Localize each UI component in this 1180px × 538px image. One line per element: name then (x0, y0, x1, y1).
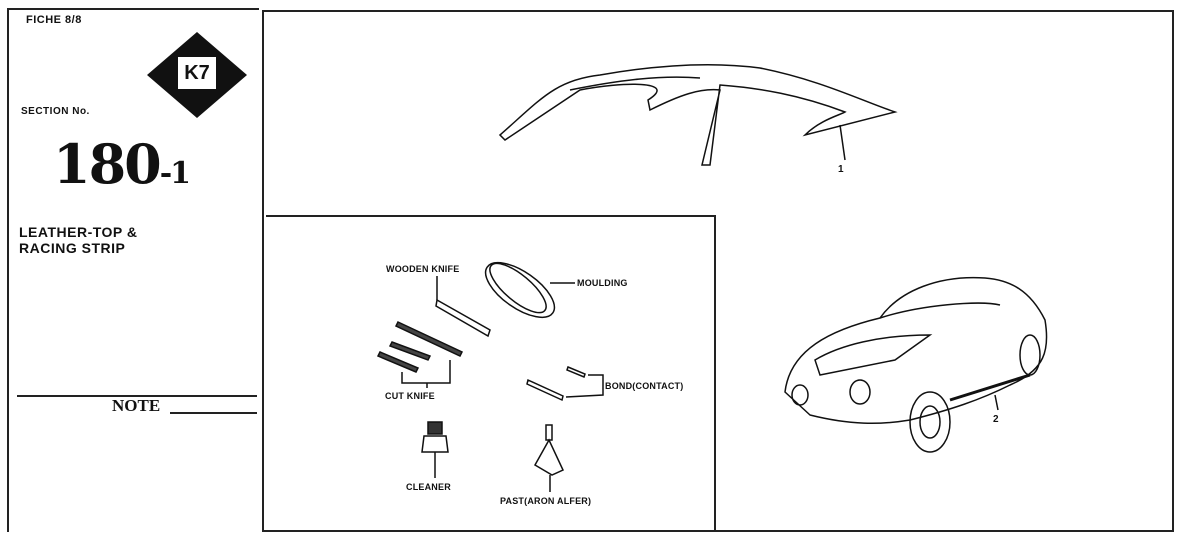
note-label: NOTE (112, 396, 161, 415)
note-heading: NOTE (17, 396, 257, 416)
cut-knife-label: CUT KNIFE (385, 391, 435, 401)
past-part[interactable] (533, 424, 564, 492)
cut-knife-part[interactable] (376, 321, 464, 388)
leather-top-part[interactable] (498, 63, 898, 166)
tools-frame (266, 215, 716, 531)
car-callout: 2 (993, 414, 999, 425)
section-label: SECTION No. (21, 106, 90, 117)
moulding-part[interactable] (477, 252, 575, 327)
section-badge: K7 (147, 32, 247, 118)
roof-callout: 1 (838, 164, 844, 175)
badge-label: K7 (177, 56, 217, 90)
note-underline (170, 412, 257, 414)
info-panel: FICHE 8/8 K7 SECTION No. 180-1 LEATHER-T… (7, 8, 259, 532)
wooden-knife-part[interactable] (435, 276, 491, 338)
wooden-knife-label: WOODEN KNIFE (386, 264, 460, 274)
section-number: 180-1 (53, 132, 191, 196)
title-line-1: LEATHER-TOP & (19, 224, 138, 240)
divider (17, 395, 257, 397)
title-line-2: RACING STRIP (19, 240, 126, 256)
diagram-frame (262, 10, 1174, 532)
bond-part[interactable] (526, 366, 604, 402)
past-label: PAST(ARON ALFER) (500, 496, 592, 506)
bond-label: BOND(CONTACT) (605, 381, 684, 391)
section-number-suffix: -1 (159, 156, 191, 191)
section-title: LEATHER-TOP & RACING STRIP (19, 224, 138, 256)
cleaner-label: CLEANER (406, 482, 451, 492)
fiche-label: FICHE 8/8 (26, 14, 82, 26)
cleaner-part[interactable] (421, 421, 449, 478)
car-part[interactable] (784, 276, 1048, 453)
moulding-label: MOULDING (577, 278, 628, 288)
section-number-main: 180 (53, 132, 162, 196)
